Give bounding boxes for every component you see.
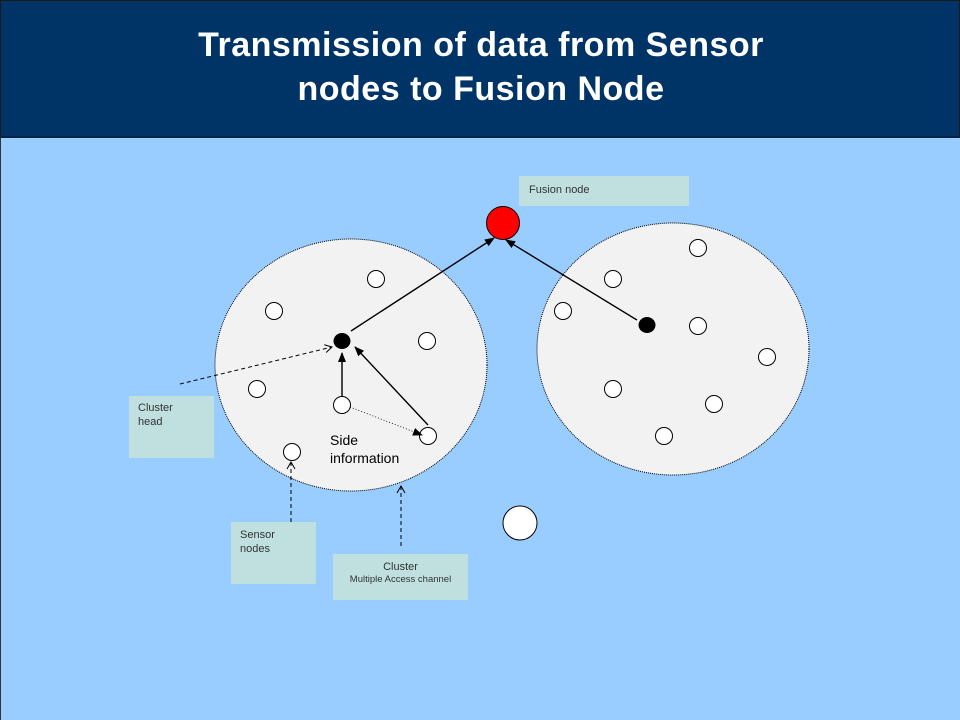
fusion-node xyxy=(486,206,520,240)
cluster-head-callout: Cluster head xyxy=(129,396,214,458)
title-bar: Transmission of data from Sensor nodes t… xyxy=(0,0,960,138)
sensor-node xyxy=(265,302,283,320)
sensor-node xyxy=(418,332,436,350)
side-information-line1: Side xyxy=(330,432,359,448)
cluster-head-node-right xyxy=(638,317,656,333)
cluster-label-line1: Cluster xyxy=(383,561,418,573)
cluster-callout: Cluster Multiple Access channel xyxy=(333,554,468,600)
sensor-node xyxy=(655,427,673,445)
sensor-nodes-label-line2: nodes xyxy=(240,543,270,555)
fusion-node-callout: Fusion node xyxy=(519,176,689,206)
sensor-nodes-callout: Sensor nodes xyxy=(231,522,316,584)
slide-left-edge xyxy=(0,137,1,720)
sensor-nodes-label-line1: Sensor xyxy=(240,529,275,541)
title-line-1: Transmission of data from Sensor xyxy=(198,26,764,64)
arrow-sensor-to-head-diagonal xyxy=(354,346,429,426)
sensor-node xyxy=(367,270,385,288)
sensor-node xyxy=(419,427,437,445)
page-title: Transmission of data from Sensor nodes t… xyxy=(1,23,960,111)
sensor-node xyxy=(705,395,723,413)
sensor-node xyxy=(689,239,707,257)
sensor-node xyxy=(333,396,351,414)
side-information-dotted-arrow xyxy=(349,406,423,436)
arrow-cluster-head-to-fusion-right xyxy=(505,239,638,321)
cluster-label-line2: Multiple Access channel xyxy=(349,574,452,585)
sensor-node xyxy=(604,270,622,288)
sensor-node xyxy=(604,380,622,398)
sensor-node xyxy=(758,348,776,366)
fusion-node-label: Fusion node xyxy=(529,184,590,196)
cluster-head-node-left xyxy=(333,333,351,349)
sensor-node xyxy=(689,317,707,335)
title-line-2: nodes to Fusion Node xyxy=(297,70,665,108)
cluster-right xyxy=(536,222,810,476)
arrow-cluster-head-to-fusion-left xyxy=(350,237,495,332)
isolated-node xyxy=(502,505,538,541)
cluster-head-pointer xyxy=(179,344,333,385)
cluster-head-label-line2: head xyxy=(138,416,163,428)
side-information-label: Side information xyxy=(330,431,430,467)
sensor-node xyxy=(248,380,266,398)
sensor-node xyxy=(283,443,301,461)
side-information-line2: information xyxy=(330,450,400,466)
sensor-node xyxy=(554,302,572,320)
cluster-left xyxy=(214,238,488,492)
cluster-head-label-line1: Cluster xyxy=(138,402,173,414)
